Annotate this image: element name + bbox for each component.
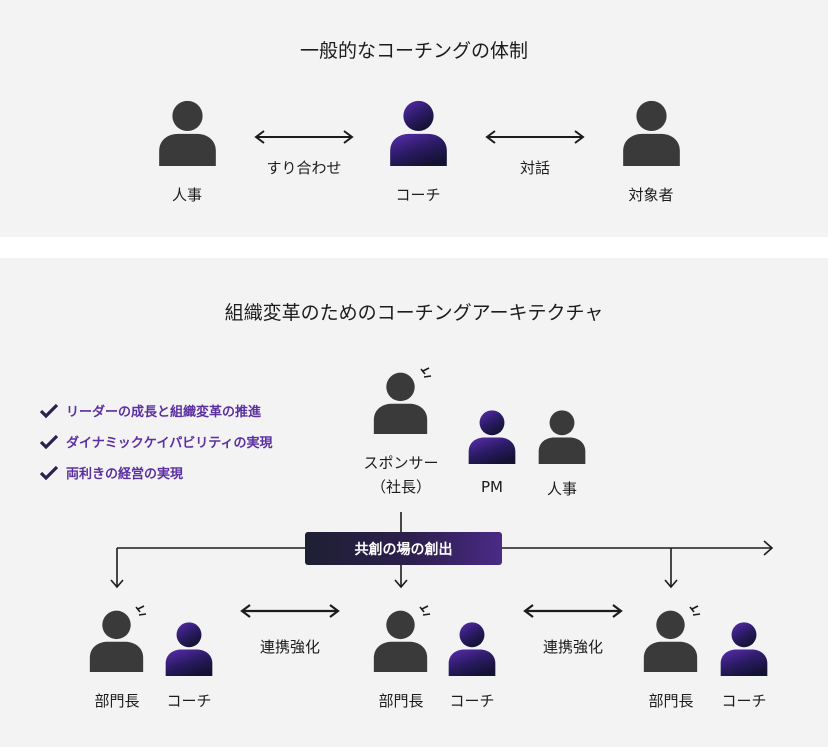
dialogue-double-arrow (485, 130, 585, 144)
division-head-label: 部門長 (378, 692, 424, 710)
goal-checklist: リーダーの成長と組織変革の推進 ダイナミックケイパビリティの実現 両利きの経営の… (40, 395, 272, 488)
alignment-double-arrow (254, 130, 354, 144)
checklist-item: ダイナミックケイパビリティの実現 (40, 426, 272, 457)
pm-label: PM (481, 478, 503, 496)
coach-person-icon (720, 620, 768, 676)
coach-label: コーチ (449, 692, 495, 710)
checklist-item: リーダーの成長と組織変革の推進 (40, 395, 272, 426)
checkmark-icon (40, 434, 58, 449)
checkmark-icon (40, 403, 58, 418)
checklist-text: ダイナミックケイパビリティの実現 (66, 436, 273, 451)
general-coaching-title: 一般的なコーチングの体制 (299, 40, 528, 62)
dialogue-label: 対話 (519, 159, 551, 177)
speaking-lines-icon (135, 605, 147, 616)
sponsor-label: スポンサー (363, 454, 439, 472)
checklist-item: 両利きの経営の実現 (40, 457, 272, 488)
alignment-label: すり合わせ (266, 159, 342, 177)
architecture-title: 組織変革のためのコーチングアーキテクチャ (224, 302, 604, 324)
coach-label: コーチ (395, 186, 441, 204)
coach-person-icon (448, 620, 496, 676)
division-head-label: 部門長 (648, 692, 694, 710)
coach-label: コーチ (166, 692, 212, 710)
sponsor-sub-label: （社長） (370, 478, 432, 496)
cocreation-box: 共創の場の創出 (305, 532, 502, 565)
hr-label: 人事 (546, 480, 578, 498)
division-head-label: 部門長 (94, 692, 140, 710)
speaking-lines-icon (419, 605, 431, 616)
coach-label: コーチ (721, 692, 767, 710)
checkmark-icon (40, 465, 58, 480)
collaboration-double-arrow (240, 604, 340, 618)
checklist-text: 両利きの経営の実現 (66, 467, 184, 482)
collaboration-label: 連携強化 (259, 638, 321, 656)
collaboration-double-arrow (523, 604, 623, 618)
target-label: 対象者 (628, 186, 674, 204)
speaking-lines-icon (689, 605, 701, 616)
speaking-lines-icon (420, 367, 432, 378)
checklist-text: リーダーの成長と組織変革の推進 (66, 405, 262, 420)
coach-person-icon (165, 620, 213, 676)
hr-label: 人事 (171, 186, 203, 204)
collaboration-label: 連携強化 (542, 638, 604, 656)
